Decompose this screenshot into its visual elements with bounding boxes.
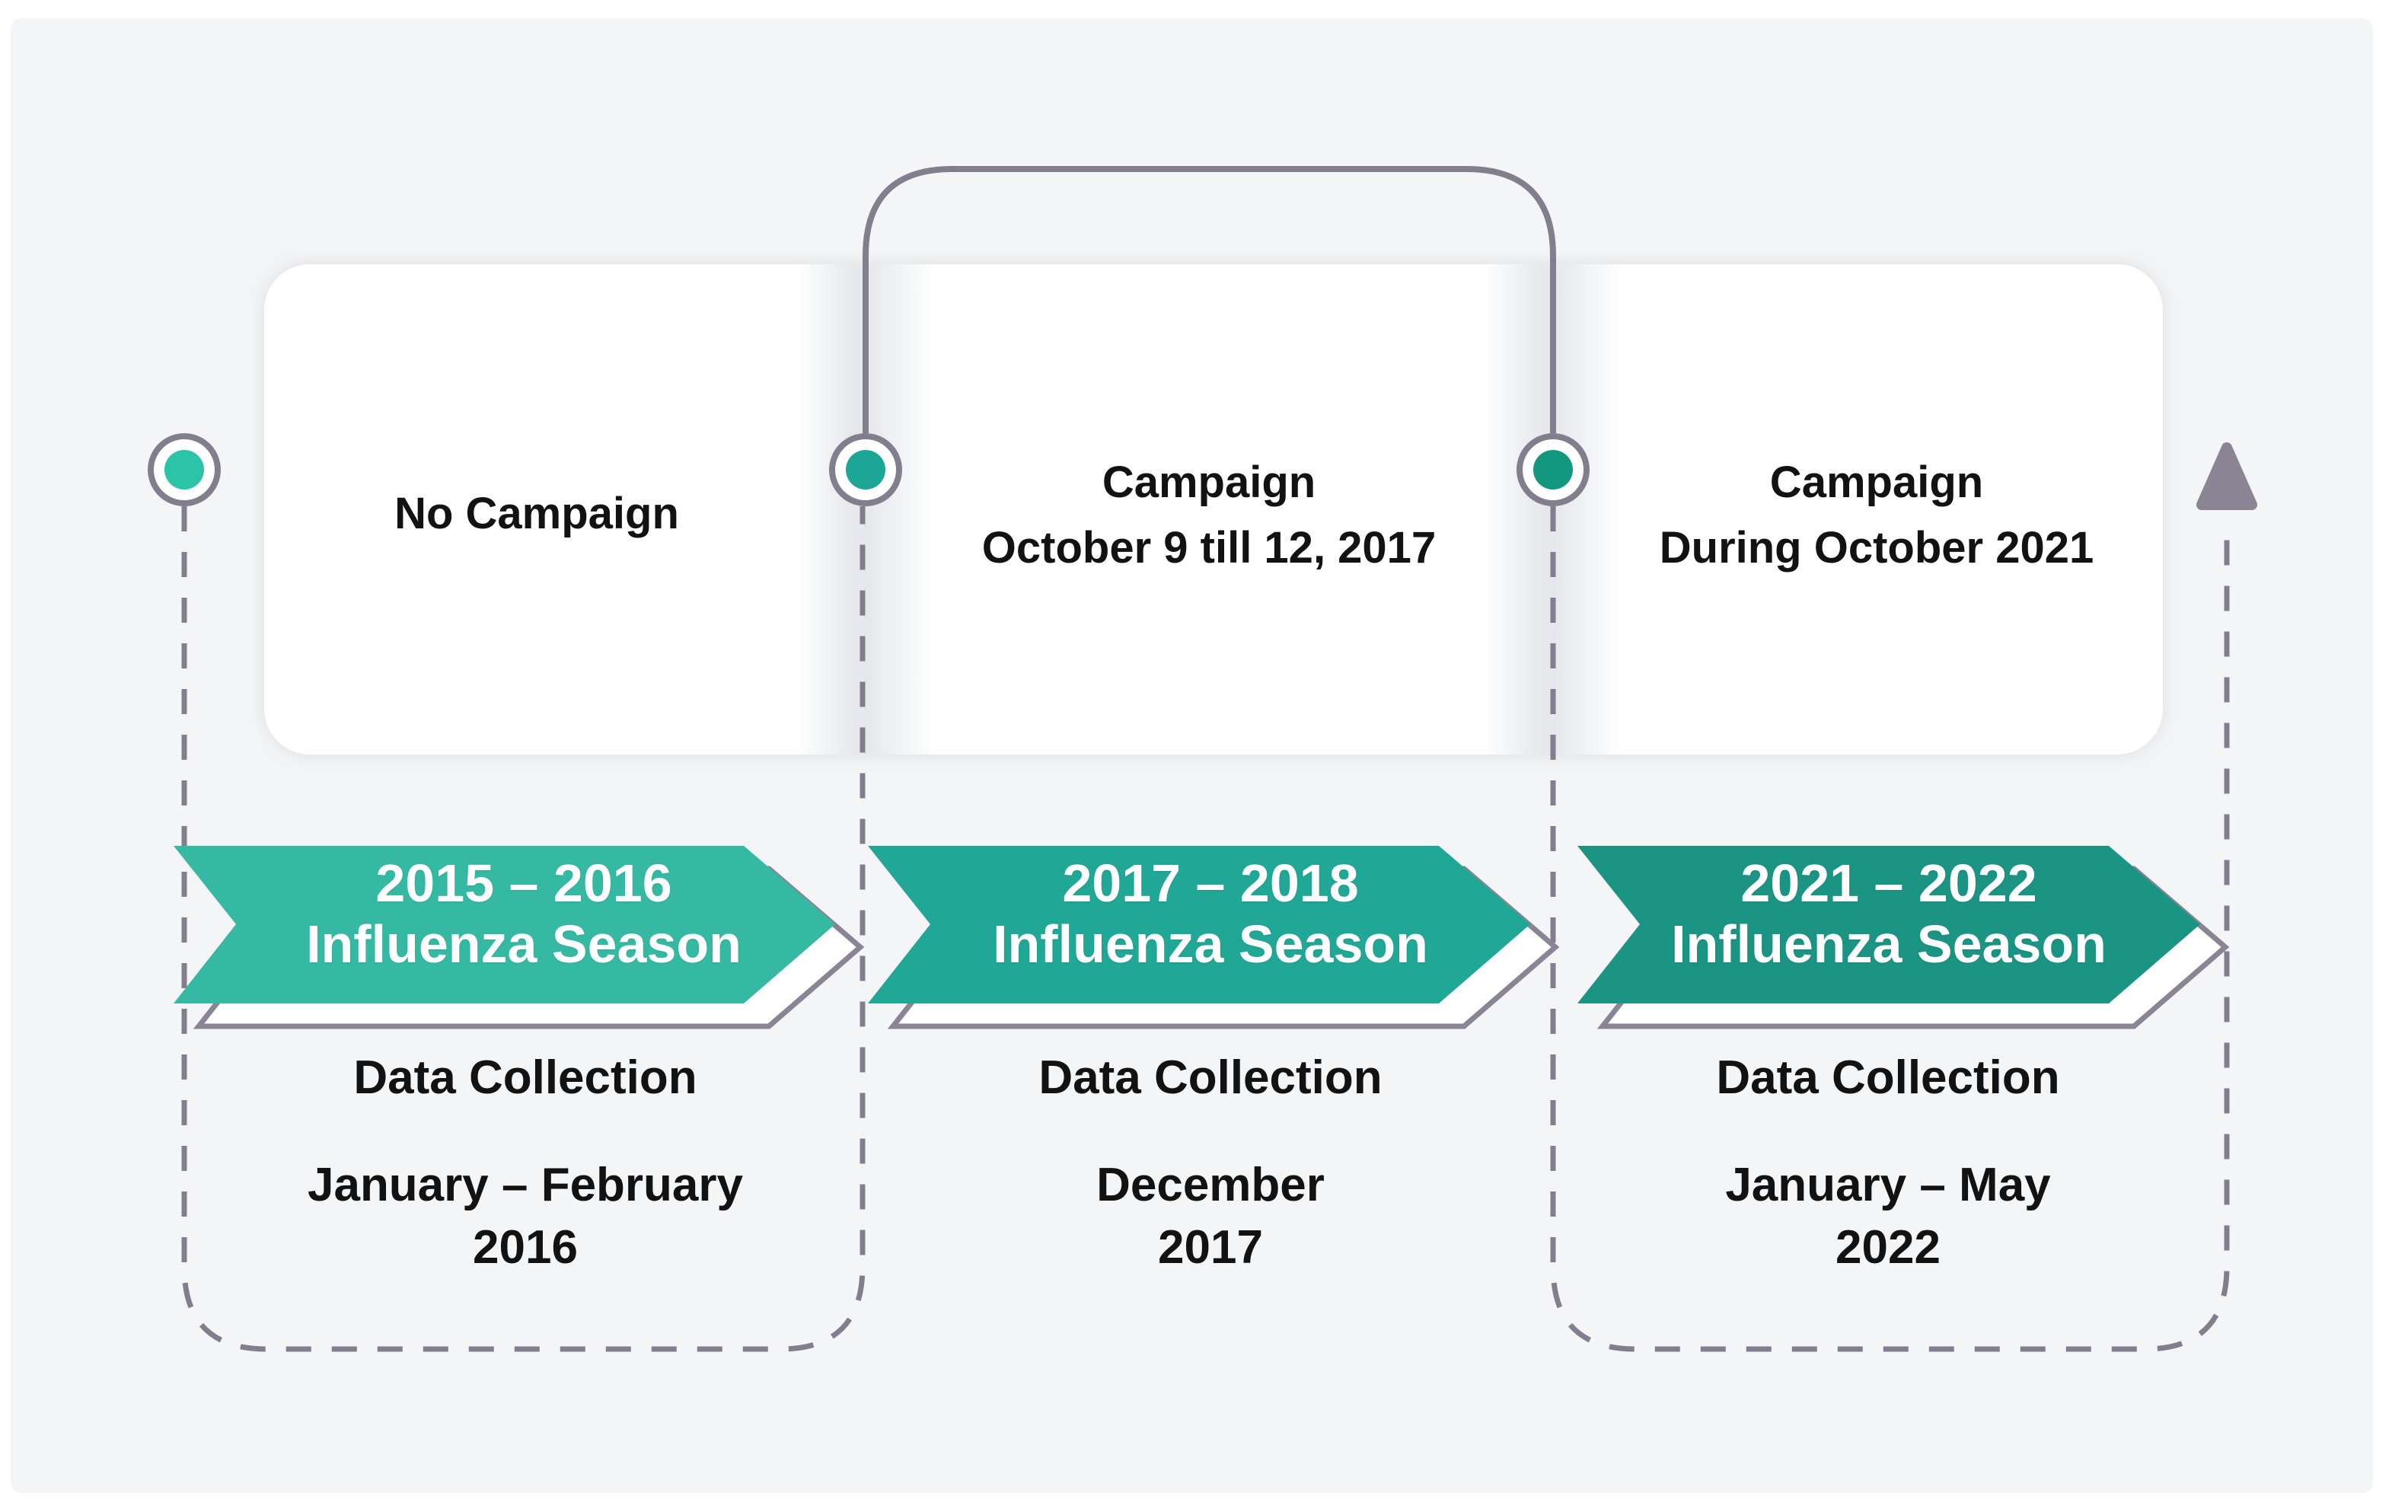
campaign-label-3-line2: During October 2021 bbox=[1659, 523, 2094, 573]
season-banner-1 bbox=[174, 846, 865, 1029]
data-collection-period-3: January – May 2022 bbox=[1725, 1154, 2050, 1279]
campaign-label-3: Campaign During October 2021 bbox=[1660, 450, 2094, 581]
data-collection-title-2: Data Collection bbox=[1038, 1051, 1383, 1104]
campaign-label-1: No Campaign bbox=[394, 481, 679, 547]
season-banner-2 bbox=[868, 846, 1560, 1029]
data-collection-period-3-line1: January – May bbox=[1725, 1159, 2051, 1211]
season-banner-3-label: 2021 – 2022 Influenza Season bbox=[1671, 853, 2107, 975]
data-collection-period-2-line1: December bbox=[1096, 1159, 1325, 1211]
campaign-label-2-line1: Campaign bbox=[1102, 458, 1316, 507]
data-collection-period-1: January – February 2016 bbox=[308, 1154, 743, 1279]
marker-dot-icon bbox=[846, 450, 885, 490]
season-banner-2-label: 2017 – 2018 Influenza Season bbox=[993, 853, 1428, 975]
campaign-label-2-line2: October 9 till 12, 2017 bbox=[981, 523, 1437, 573]
campaign-label-3-line1: Campaign bbox=[1769, 458, 1984, 507]
timeline-marker-2 bbox=[829, 433, 902, 506]
season-banner-1-caption: Influenza Season bbox=[306, 914, 742, 974]
season-banner-2-caption: Influenza Season bbox=[993, 914, 1428, 974]
marker-dot-icon bbox=[1533, 450, 1573, 490]
dashed-connector-left bbox=[181, 506, 866, 1352]
timeline-marker-3 bbox=[1517, 433, 1590, 506]
season-banner-1-years: 2015 – 2016 bbox=[375, 853, 672, 913]
season-banner-3-arrow bbox=[1577, 846, 2200, 1003]
campaign-label-1-line1: No Campaign bbox=[394, 489, 679, 538]
season-banner-3 bbox=[1577, 846, 2230, 1029]
season-banner-1-label: 2015 – 2016 Influenza Season bbox=[306, 853, 742, 975]
data-collection-period-2-line2: 2017 bbox=[1158, 1221, 1263, 1274]
dashed-connector-right bbox=[1550, 506, 2230, 1352]
data-collection-period-1-line2: 2016 bbox=[473, 1221, 578, 1274]
season-banner-2-arrow bbox=[868, 846, 1530, 1003]
season-banner-1-arrow bbox=[174, 846, 835, 1003]
figure-background bbox=[11, 18, 2373, 1493]
season-banner-2-years: 2017 – 2018 bbox=[1062, 853, 1359, 913]
season-banner-3-caption: Influenza Season bbox=[1671, 914, 2107, 974]
data-collection-title-3: Data Collection bbox=[1716, 1051, 2060, 1104]
campaign-label-2: Campaign October 9 till 12, 2017 bbox=[982, 450, 1436, 581]
data-collection-period-2: December 2017 bbox=[1096, 1154, 1325, 1279]
season-banner-3-years: 2021 – 2022 bbox=[1740, 853, 2037, 913]
data-collection-period-3-line2: 2022 bbox=[1836, 1221, 1941, 1274]
timeline-marker-1 bbox=[148, 433, 221, 506]
marker-dot-icon bbox=[164, 450, 204, 490]
campaign-bracket bbox=[863, 166, 1556, 433]
timeline-end-arrow-icon bbox=[2196, 442, 2257, 510]
data-collection-title-1: Data Collection bbox=[353, 1051, 697, 1104]
data-collection-period-1-line1: January – February bbox=[307, 1159, 744, 1211]
